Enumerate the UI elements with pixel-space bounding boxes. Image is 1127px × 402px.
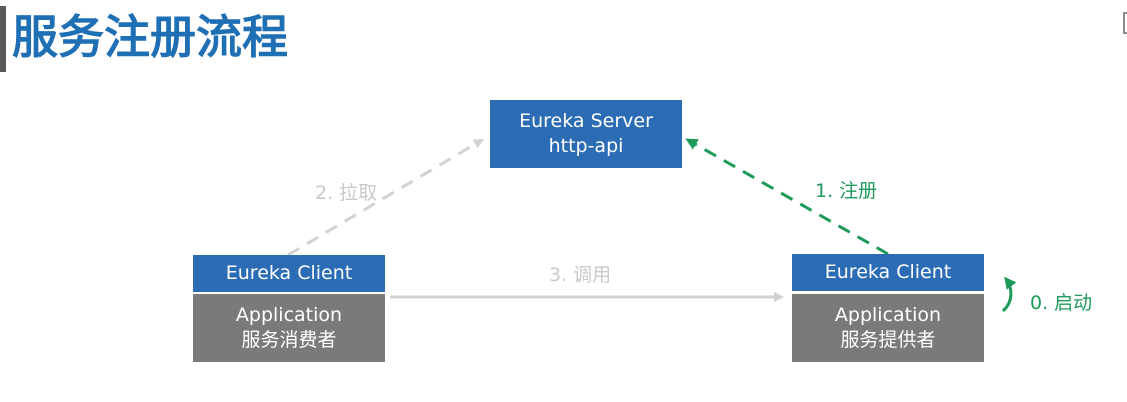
provider-app-label: Application: [834, 304, 942, 326]
server-api: http-api: [548, 135, 624, 157]
consumer-application-box: Application 服务消费者: [193, 294, 385, 362]
title-accent-bar: [0, 6, 6, 72]
step-register-label: 1. 注册: [815, 180, 878, 202]
eureka-server-box: Eureka Server http-api: [490, 100, 682, 168]
consumer-client-header: Eureka Client: [193, 255, 385, 292]
step-pull-label: 2. 拉取: [315, 182, 378, 204]
register-arrow: [685, 138, 889, 256]
corner-bracket-icon: [1123, 12, 1127, 34]
page-title: 服务注册流程: [12, 10, 288, 64]
provider-application-box: Application 服务提供者: [792, 294, 984, 362]
step-invoke-label: 3. 调用: [549, 264, 612, 286]
pull-arrow: [287, 138, 484, 257]
consumer-role-label: 服务消费者: [241, 329, 337, 351]
start-curved-arrow: [1001, 276, 1017, 313]
consumer-app-label: Application: [235, 304, 343, 326]
server-name: Eureka Server: [519, 110, 653, 132]
provider-client-header: Eureka Client: [792, 254, 984, 291]
step-start-label: 0. 启动: [1030, 292, 1093, 314]
provider-role-label: 服务提供者: [840, 329, 936, 351]
